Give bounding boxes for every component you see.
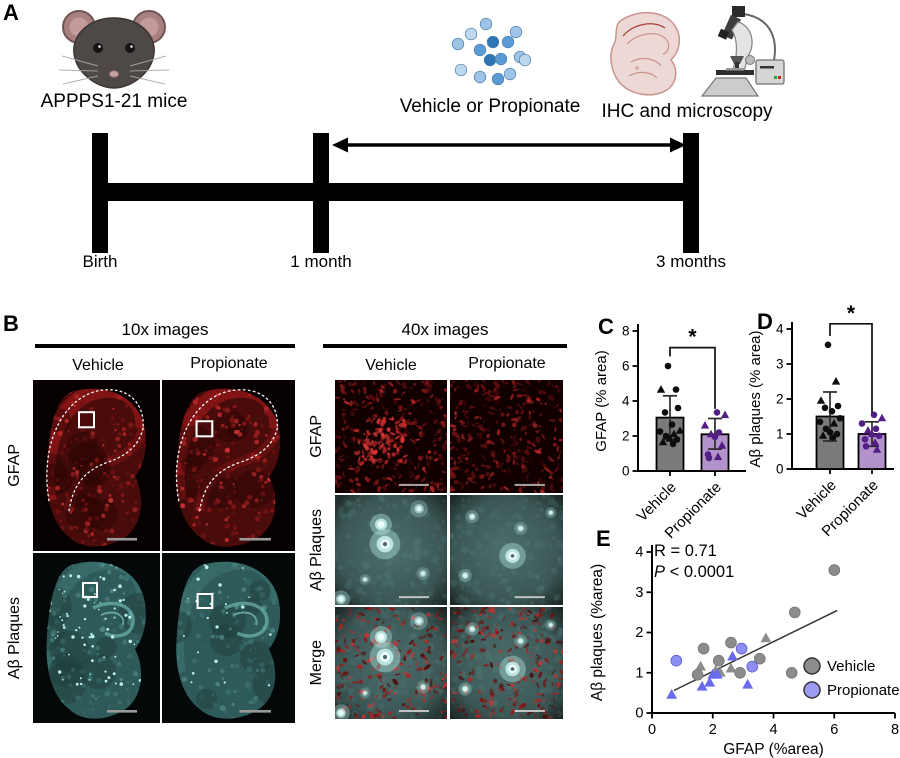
treatment-caption: Vehicle or Propionate xyxy=(399,96,581,117)
svg-text:P < 0.0001: P < 0.0001 xyxy=(654,563,734,581)
svg-text:4: 4 xyxy=(635,545,643,561)
micro-10x-gfap-vehicle xyxy=(33,380,160,551)
40x-column-vehicle: Vehicle xyxy=(365,357,417,374)
micro-40x-merge-propionate xyxy=(450,607,563,719)
40x-title-rule xyxy=(323,344,567,348)
10x-column-vehicle: Vehicle xyxy=(72,357,124,374)
timeline-tick-3-months xyxy=(683,133,699,253)
40x-row-label-abeta: Aβ Plaques xyxy=(308,508,325,592)
svg-text:0: 0 xyxy=(635,706,643,722)
micro-40x-gfap-propionate xyxy=(450,380,563,493)
svg-text:Vehicle: Vehicle xyxy=(827,658,875,675)
svg-text:Aβ plaques (% area): Aβ plaques (% area) xyxy=(747,330,764,467)
timeline-label-3-months: 3 months xyxy=(656,252,726,271)
svg-text:6: 6 xyxy=(622,359,630,374)
timeline-tick-1-month xyxy=(313,133,329,253)
panel-c-label: C xyxy=(598,314,614,339)
mouse-caption: APPPS1-21 mice xyxy=(40,91,188,112)
svg-text:1: 1 xyxy=(635,665,643,681)
10x-title-rule xyxy=(35,344,295,348)
svg-text:2: 2 xyxy=(622,429,630,444)
micro-10x-abeta-vehicle xyxy=(33,553,160,723)
40x-block-title: 40x images xyxy=(401,320,489,339)
svg-text:R = 0.71: R = 0.71 xyxy=(654,542,717,560)
micro-40x-gfap-vehicle xyxy=(335,380,447,493)
10x-row-label-abeta: Aβ Plaques xyxy=(6,596,23,680)
timeline-bar xyxy=(95,183,698,201)
svg-text:4: 4 xyxy=(769,722,777,738)
svg-text:8: 8 xyxy=(622,324,630,339)
treatment-window-arrow xyxy=(332,137,686,153)
40x-row-label-merge: Merge xyxy=(308,640,325,686)
10x-row-label-gfap: GFAP xyxy=(6,444,23,487)
svg-text:4: 4 xyxy=(776,322,784,337)
micro-10x-gfap-propionate xyxy=(162,380,295,551)
svg-text:GFAP (% area): GFAP (% area) xyxy=(593,350,610,451)
svg-text:Aβ plaques (%area): Aβ plaques (%area) xyxy=(589,564,606,701)
timeline-label-birth: Birth xyxy=(82,252,118,271)
svg-text:*: * xyxy=(688,326,697,349)
mouse-icon xyxy=(58,10,170,89)
endpoint-caption: IHC and microscopy xyxy=(601,101,773,122)
svg-text:3: 3 xyxy=(635,585,643,601)
10x-column-propionate: Propionate xyxy=(190,355,268,372)
svg-text:2: 2 xyxy=(709,722,717,738)
timeline-tick-birth xyxy=(92,133,108,253)
svg-text:3: 3 xyxy=(776,357,784,372)
svg-text:4: 4 xyxy=(622,394,630,409)
40x-column-propionate: Propionate xyxy=(468,355,546,372)
svg-text:6: 6 xyxy=(830,722,838,738)
panel-e-label: E xyxy=(596,526,611,551)
40x-row-label-gfap: GFAP xyxy=(308,415,325,458)
microscope-icon xyxy=(700,6,785,97)
svg-text:0: 0 xyxy=(648,722,656,738)
panel-a-label: A xyxy=(3,0,19,25)
svg-text:Propionate: Propionate xyxy=(827,682,900,699)
micro-40x-abeta-vehicle xyxy=(335,495,447,605)
svg-text:2: 2 xyxy=(776,392,784,407)
micro-40x-merge-vehicle xyxy=(335,607,447,719)
10x-block-title: 10x images xyxy=(121,320,209,339)
panel-b-label: B xyxy=(3,311,19,336)
svg-text:1: 1 xyxy=(776,427,784,442)
micro-40x-abeta-propionate xyxy=(450,495,563,605)
brain-section-icon xyxy=(610,11,681,96)
micro-10x-abeta-propionate xyxy=(162,553,295,723)
panel-d-label: D xyxy=(757,309,773,334)
svg-text:*: * xyxy=(847,303,856,325)
timeline-label-1-month: 1 month xyxy=(290,252,352,271)
svg-text:0: 0 xyxy=(622,464,630,479)
svg-text:8: 8 xyxy=(891,722,899,738)
svg-text:0: 0 xyxy=(776,462,784,477)
svg-text:GFAP (%area): GFAP (%area) xyxy=(723,741,824,758)
svg-text:2: 2 xyxy=(635,625,643,641)
treatment-dots-icon xyxy=(451,17,532,86)
